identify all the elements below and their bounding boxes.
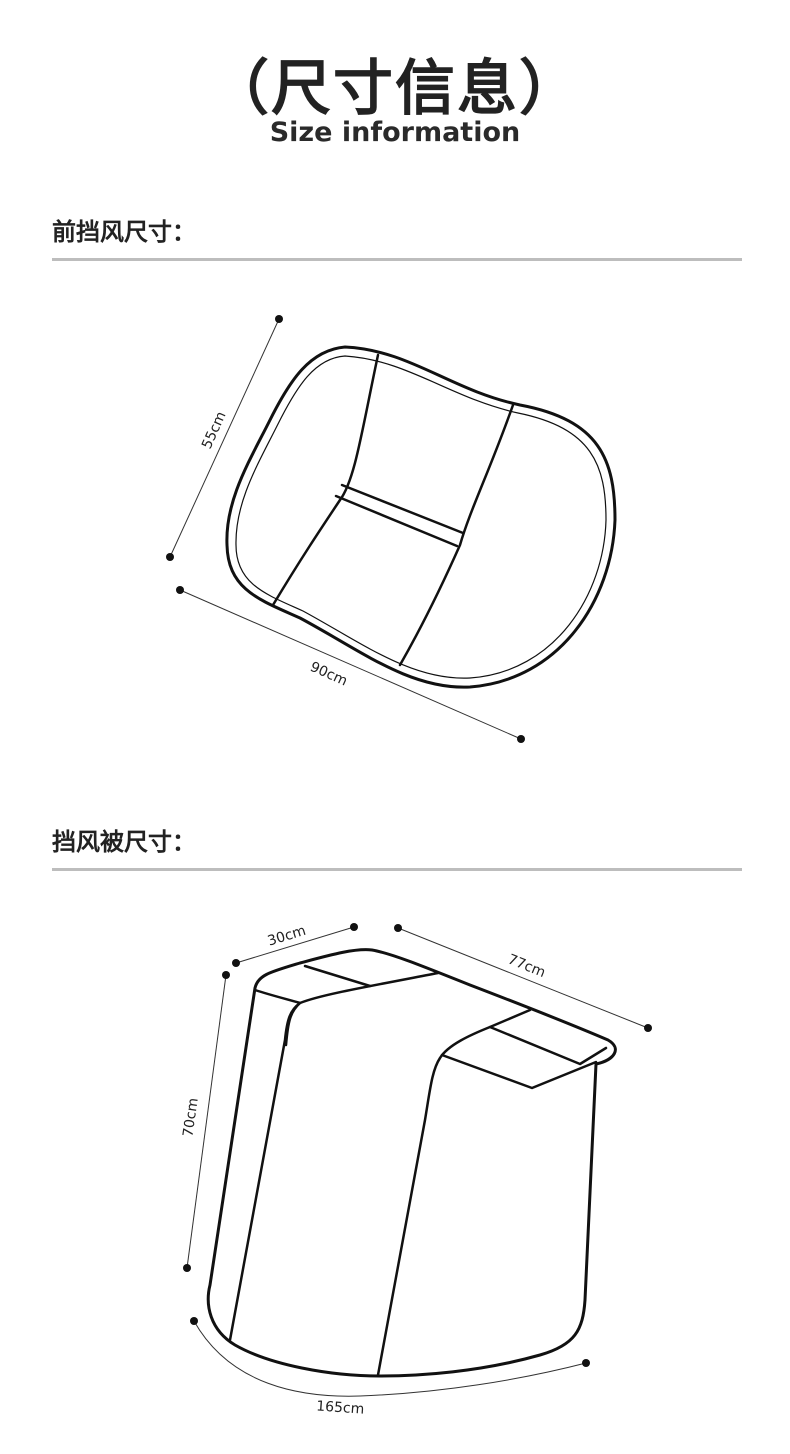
dimension-height-55: 55cm <box>166 315 283 561</box>
cover-front-panel-left <box>284 1001 302 1047</box>
dimension-label-55cm: 55cm <box>199 409 230 451</box>
dimension-label-30cm: 30cm <box>266 923 308 950</box>
dimension-label-165cm: 165cm <box>316 1398 365 1417</box>
dimension-label-90cm: 90cm <box>307 659 349 690</box>
section-divider <box>52 258 742 261</box>
cover-outline <box>206 948 617 1378</box>
cover-top-seam-1 <box>303 964 372 988</box>
windshield-inner-outline <box>235 355 607 679</box>
windshield-outline <box>225 345 617 689</box>
cover-pocket-flap <box>440 1053 598 1090</box>
section-heading-cover: 挡风被尺寸： <box>52 828 196 856</box>
dimension-width-90: 90cm <box>176 586 525 743</box>
windshield-cover-diagram <box>206 948 617 1378</box>
dimension-height-70: 70cm <box>180 971 230 1272</box>
page-subtitle: Size information <box>269 117 521 148</box>
cover-pocket <box>488 1008 608 1066</box>
windshield-center-bar-bottom <box>334 494 459 548</box>
windshield-shade-diagram <box>225 345 617 689</box>
page-title: （尺寸信息） <box>209 54 581 124</box>
cover-top-edge <box>298 971 440 1005</box>
windshield-seam-right <box>398 403 515 667</box>
section-heading-windshield: 前挡风尺寸： <box>52 218 196 246</box>
dimension-label-77cm: 77cm <box>505 952 547 982</box>
windshield-seam-left <box>271 353 380 607</box>
dimension-length-77: 77cm <box>394 924 652 1032</box>
dimension-depth-30: 30cm <box>232 923 358 967</box>
section-divider <box>52 868 742 871</box>
windshield-center-bar-top <box>340 483 465 535</box>
cover-left-panel-edge <box>228 988 302 1342</box>
cover-front-panel <box>376 1025 492 1377</box>
dimension-label-70cm: 70cm <box>180 1097 201 1138</box>
dimension-bottom-165: 165cm <box>190 1317 590 1418</box>
